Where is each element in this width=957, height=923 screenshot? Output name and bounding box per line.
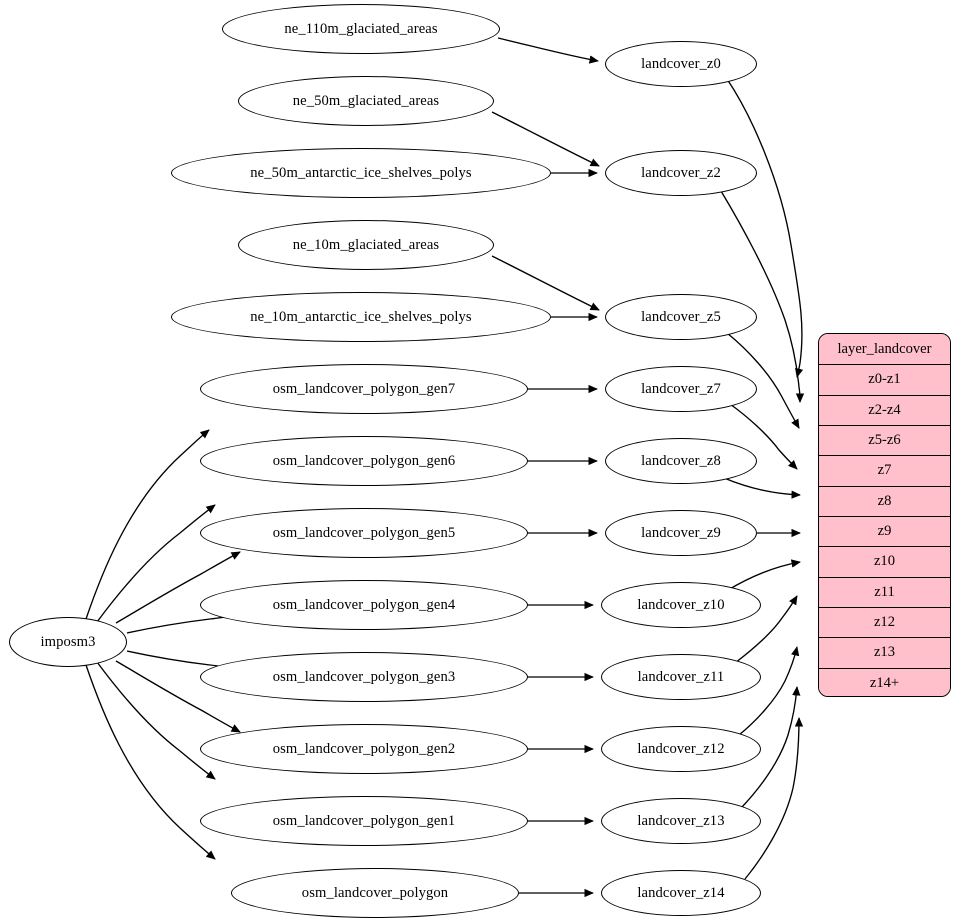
node-label: osm_landcover_polygon_gen6 [272,452,456,469]
node-label: osm_landcover_polygon_gen2 [272,740,456,757]
node-label: osm_landcover_polygon_gen3 [272,668,456,685]
node-osm-landcover-polygon[interactable]: osm_landcover_polygon [231,868,519,918]
node-landcover-z0[interactable]: landcover_z0 [605,41,757,87]
node-ne-10m-antarctic-ice-shelves-polys[interactable]: ne_10m_antarctic_ice_shelves_polys [171,292,551,342]
layer-table-row-z8[interactable]: z8 [819,485,950,516]
node-ne-10m-glaciated-areas[interactable]: ne_10m_glaciated_areas [238,220,494,270]
node-landcover-z2[interactable]: landcover_z2 [605,150,757,196]
edge-z12-row-z12 [738,646,800,736]
layer-table-row-z0-z1[interactable]: z0-z1 [819,364,950,395]
node-label: landcover_z8 [641,452,721,469]
layer-landcover-table[interactable]: layer_landcover z0-z1 z2-z4 z5-z6 z7 z8 … [818,333,951,697]
node-label: landcover_z12 [637,740,725,757]
node-osm-landcover-polygon-gen2[interactable]: osm_landcover_polygon_gen2 [200,724,528,774]
node-osm-landcover-polygon-gen6[interactable]: osm_landcover_polygon_gen6 [200,436,528,486]
node-landcover-z5[interactable]: landcover_z5 [605,294,757,340]
node-label: landcover_z5 [641,308,721,325]
node-ne-50m-antarctic-ice-shelves-polys[interactable]: ne_50m_antarctic_ice_shelves_polys [171,148,551,198]
layer-table-row-z14-plus[interactable]: z14+ [819,667,950,696]
node-osm-landcover-polygon-gen7[interactable]: osm_landcover_polygon_gen7 [200,364,528,414]
node-osm-landcover-polygon-gen5[interactable]: osm_landcover_polygon_gen5 [200,508,528,558]
layer-table-row-z11[interactable]: z11 [819,576,950,607]
node-label: ne_10m_glaciated_areas [292,236,440,253]
node-imposm3-label: imposm3 [40,633,96,650]
node-label: osm_landcover_polygon_gen1 [272,812,456,829]
node-label: ne_50m_antarctic_ice_shelves_polys [250,164,472,181]
node-label: landcover_z11 [637,668,725,685]
node-label: landcover_z0 [641,55,721,72]
node-landcover-z12[interactable]: landcover_z12 [601,726,761,772]
node-label: osm_landcover_polygon [301,884,449,901]
layer-table-row-z9[interactable]: z9 [819,515,950,547]
node-osm-landcover-polygon-gen4[interactable]: osm_landcover_polygon_gen4 [200,580,528,630]
edge-imposm3-polygon [85,664,216,860]
node-label: ne_110m_glaciated_areas [284,20,438,37]
edge-ne110m-z0 [497,37,599,64]
node-label: landcover_z10 [637,596,725,613]
edge-z8-row-z8 [723,477,801,499]
layer-table-row-z5-z6[interactable]: z5-z6 [819,424,950,456]
node-landcover-z11[interactable]: landcover_z11 [601,654,761,700]
node-ne-110m-glaciated-areas[interactable]: ne_110m_glaciated_areas [222,4,500,54]
node-landcover-z8[interactable]: landcover_z8 [605,438,757,484]
node-label: osm_landcover_polygon_gen5 [272,524,456,541]
edge-imposm3-gen7 [85,429,210,620]
node-osm-landcover-polygon-gen3[interactable]: osm_landcover_polygon_gen3 [200,652,528,702]
edge-z0-row-z0z1 [726,78,804,378]
layer-table-row-z7[interactable]: z7 [819,455,950,486]
node-label: landcover_z14 [637,884,725,901]
node-landcover-z7[interactable]: landcover_z7 [605,366,757,412]
node-label: landcover_z9 [641,524,721,541]
node-label: osm_landcover_polygon_gen7 [272,380,456,397]
edge-z10-row-z10 [727,559,801,591]
node-osm-landcover-polygon-gen1[interactable]: osm_landcover_polygon_gen1 [200,796,528,846]
node-label: landcover_z13 [637,812,725,829]
node-imposm3[interactable]: imposm3 [9,617,127,667]
node-label: ne_50m_glaciated_areas [292,92,440,109]
node-label: landcover_z7 [641,380,721,397]
edge-imposm3-gen6 [96,504,216,623]
layer-table-header: layer_landcover [819,334,950,365]
node-label: ne_10m_antarctic_ice_shelves_polys [250,308,472,325]
node-landcover-z9[interactable]: landcover_z9 [605,510,757,556]
layer-table-row-z12[interactable]: z12 [819,606,950,638]
layer-table-row-z13[interactable]: z13 [819,637,950,668]
node-landcover-z10[interactable]: landcover_z10 [601,582,761,628]
node-label: osm_landcover_polygon_gen4 [272,596,456,613]
node-landcover-z13[interactable]: landcover_z13 [601,798,761,844]
layer-table-row-z2-z4[interactable]: z2-z4 [819,394,950,425]
edge-imposm3-gen1 [96,661,216,780]
layer-table-row-z10[interactable]: z10 [819,546,950,577]
edge-z2-row-z2z4 [720,190,805,403]
node-label: landcover_z2 [641,164,721,181]
node-landcover-z14[interactable]: landcover_z14 [601,870,761,916]
node-ne-50m-glaciated-areas[interactable]: ne_50m_glaciated_areas [238,76,494,126]
